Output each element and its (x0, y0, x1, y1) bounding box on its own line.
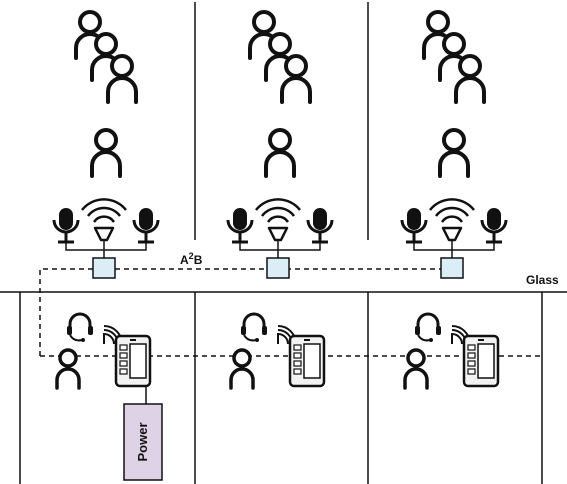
listener-station-2 (229, 312, 326, 390)
headset-icon (65, 312, 95, 344)
power-supply-box (123, 403, 163, 481)
power-label: Power (135, 422, 150, 461)
speaker-icon (428, 198, 476, 242)
microphone-icon (132, 206, 160, 244)
a2b-node (266, 257, 290, 279)
connector-wires (65, 240, 147, 258)
interpreter-person-icon (264, 128, 296, 178)
microphone-icon (52, 206, 80, 244)
microphone-icon (306, 206, 334, 244)
bus-line-top (39, 268, 458, 356)
tablet-receiver-icon (114, 334, 152, 388)
listener-person-icon (403, 348, 429, 390)
interpreter-person-icon (438, 128, 470, 178)
connector-wires (413, 240, 495, 258)
tablet-receiver-icon (288, 334, 326, 388)
bus-label-superscript: 2 (189, 251, 194, 261)
listener-station-1 (55, 312, 152, 390)
tablet-receiver-icon (462, 334, 500, 388)
a2b-node (440, 257, 464, 279)
listener-station-3 (403, 312, 500, 390)
speaker-icon (254, 198, 302, 242)
booth-3 (400, 10, 508, 279)
bus-label-base: A (180, 253, 189, 267)
glass-label: Glass (526, 273, 559, 287)
headset-icon (239, 312, 269, 344)
microphone-icon (226, 206, 254, 244)
booth-2 (226, 10, 334, 279)
listener-person-icon (229, 348, 255, 390)
interpreter-person-icon (90, 128, 122, 178)
listener-person-icon (55, 348, 81, 390)
speaker-icon (80, 198, 128, 242)
connector-wires (239, 240, 321, 258)
bus-label-tail: B (194, 253, 203, 267)
bus-label: A2B (180, 251, 203, 267)
booth-1 (52, 10, 160, 279)
microphone-icon (400, 206, 428, 244)
headset-icon (413, 312, 443, 344)
a2b-node (92, 257, 116, 279)
microphone-icon (480, 206, 508, 244)
